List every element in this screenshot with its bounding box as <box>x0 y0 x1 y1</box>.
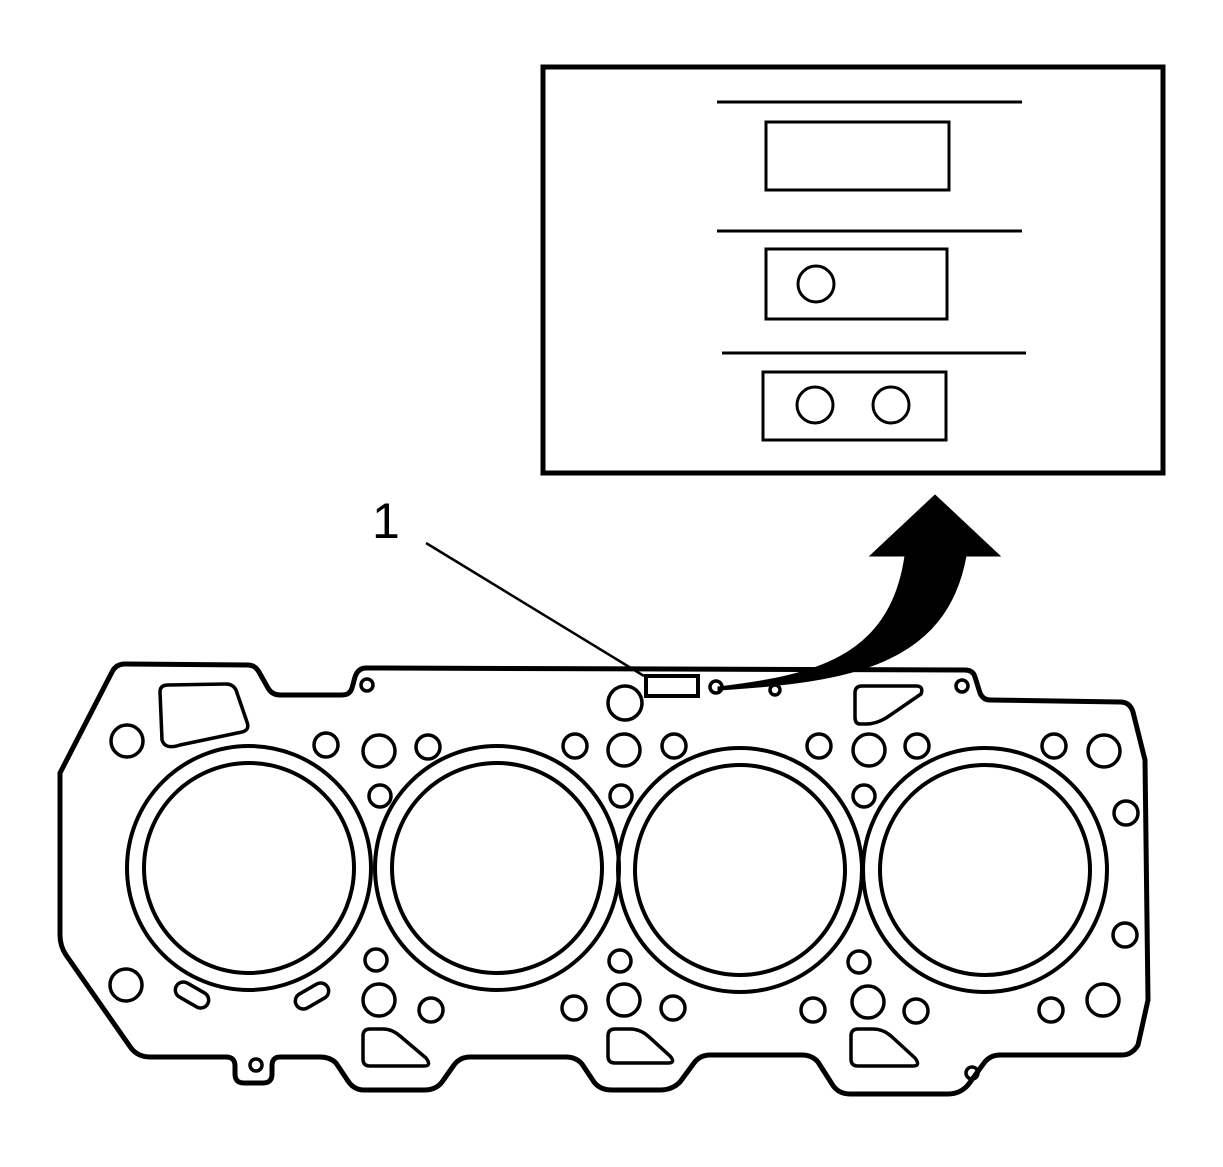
dowel-hole <box>954 678 970 694</box>
gasket-hole <box>660 732 688 760</box>
gasket-hole <box>606 732 642 768</box>
id-plate <box>761 370 948 442</box>
gasket-hole <box>799 996 827 1024</box>
inset-panel-two-holes <box>722 351 1026 442</box>
id-hole <box>871 385 911 425</box>
callout-label: 1 <box>372 493 400 549</box>
gasket-holes <box>108 677 1140 1081</box>
gasket-hole <box>606 684 644 722</box>
gasket-id-plate <box>644 674 700 698</box>
id-hole <box>795 385 835 425</box>
cylinder-bore-2 <box>373 744 621 992</box>
oil-slot <box>173 980 211 1010</box>
coolant-passage <box>361 1027 431 1068</box>
gasket-hole <box>805 732 833 760</box>
dowel-hole <box>248 1057 264 1073</box>
gasket-hole <box>414 733 442 761</box>
gasket-hole <box>363 947 389 973</box>
dowel-hole <box>964 1065 980 1081</box>
dowel-hole <box>708 679 724 695</box>
inset-panel-one-hole <box>717 229 1022 321</box>
gasket-hole <box>1037 996 1065 1024</box>
dowel-hole <box>359 677 375 693</box>
gasket-hole <box>902 997 930 1025</box>
cylinder-bore-4 <box>861 746 1109 994</box>
gasket-hole <box>109 723 145 759</box>
gasket-hole <box>108 967 144 1003</box>
gasket-hole <box>606 982 642 1018</box>
gasket-hole <box>1040 732 1068 760</box>
cylinder-bore-1 <box>125 744 373 992</box>
gasket-hole <box>361 733 397 769</box>
gasket-hole <box>417 996 445 1024</box>
gasket-hole <box>361 982 397 1018</box>
leader-line <box>425 541 645 678</box>
cylinder-bore-3 <box>616 746 864 994</box>
id-plate <box>764 247 949 321</box>
coolant-passage <box>158 682 250 749</box>
inset-panel-no-holes <box>717 100 1022 192</box>
detail-inset <box>540 64 1166 476</box>
inset-frame <box>540 64 1166 476</box>
gasket-hole <box>560 994 588 1022</box>
gasket-hole <box>367 783 393 809</box>
gasket-hole <box>1085 982 1121 1018</box>
gasket-hole <box>1111 921 1139 949</box>
head-gasket <box>57 661 1151 1097</box>
gasket-hole <box>850 984 886 1020</box>
oil-slot <box>293 981 331 1011</box>
gasket-hole <box>659 994 687 1022</box>
id-plate <box>764 120 951 192</box>
gasket-outline <box>57 661 1151 1097</box>
callout: 1 <box>372 493 645 678</box>
curved-arrow-icon <box>717 494 1002 691</box>
gasket-hole <box>1112 799 1140 827</box>
id-hole <box>796 264 836 304</box>
coolant-passage <box>849 1027 920 1068</box>
coolant-passages <box>158 682 924 1068</box>
gasket-hole <box>608 783 634 809</box>
gasket-hole <box>561 732 589 760</box>
coolant-passage <box>606 1027 675 1065</box>
dowel-hole <box>768 683 782 697</box>
gasket-hole <box>851 783 877 809</box>
gasket-hole <box>1086 733 1122 769</box>
gasket-hole <box>851 732 887 768</box>
gasket-hole <box>846 949 872 975</box>
coolant-passage <box>853 684 924 726</box>
gasket-hole <box>607 948 633 974</box>
gasket-hole <box>312 731 340 759</box>
gasket-hole <box>903 732 931 760</box>
